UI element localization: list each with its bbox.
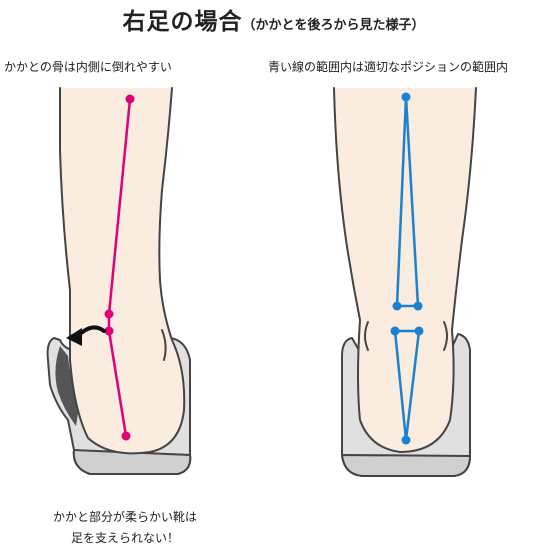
page-title: 右足の場合（かかとを後ろから見た様子） xyxy=(0,2,547,36)
left-leg-heel xyxy=(59,87,186,455)
right-ankle-curve-left xyxy=(364,321,369,351)
left-alignment-line-lower xyxy=(107,330,128,437)
left-note-line-2: 足を支えられない！ xyxy=(70,531,179,545)
left-point-top xyxy=(125,94,135,104)
title-main: 右足の場合 xyxy=(122,9,243,35)
right-point-top xyxy=(401,92,411,102)
right-point-heel-left xyxy=(390,326,400,336)
right-good-range-upper xyxy=(395,95,420,308)
left-ankle-bone-curve xyxy=(161,329,167,361)
right-point-ankle-left xyxy=(392,301,402,311)
right-leg-heel xyxy=(333,87,477,453)
left-note-line-1: かかと部分が柔らかい靴は xyxy=(52,510,197,524)
right-ankle-curve-right xyxy=(443,321,448,351)
inward-tilt-arrow xyxy=(66,325,106,346)
left-point-heel-bottom xyxy=(121,431,131,441)
left-heel-illustration xyxy=(46,87,192,475)
left-point-heel-upper xyxy=(104,326,114,336)
left-note: かかと部分が柔らかい靴は 足を支えられない！ xyxy=(0,507,250,549)
right-heel-illustration xyxy=(333,87,477,477)
title-sub: （かかとを後ろから見た様子） xyxy=(242,18,425,33)
left-caption: かかとの骨は内側に倒れやすい xyxy=(4,60,172,74)
right-point-heel-right xyxy=(414,326,424,336)
left-alignment-line-upper xyxy=(107,98,132,315)
left-point-ankle xyxy=(104,309,114,319)
right-caption: 青い線の範囲内は適切なポジションの範囲内 xyxy=(268,60,509,74)
right-shoe-sole xyxy=(340,453,472,477)
right-point-ankle-right xyxy=(413,301,423,311)
right-point-heel-bottom xyxy=(401,435,411,445)
right-good-range-lower xyxy=(393,329,421,442)
left-shoe-collapsed-side xyxy=(55,346,80,426)
left-shoe-sole xyxy=(72,448,192,475)
